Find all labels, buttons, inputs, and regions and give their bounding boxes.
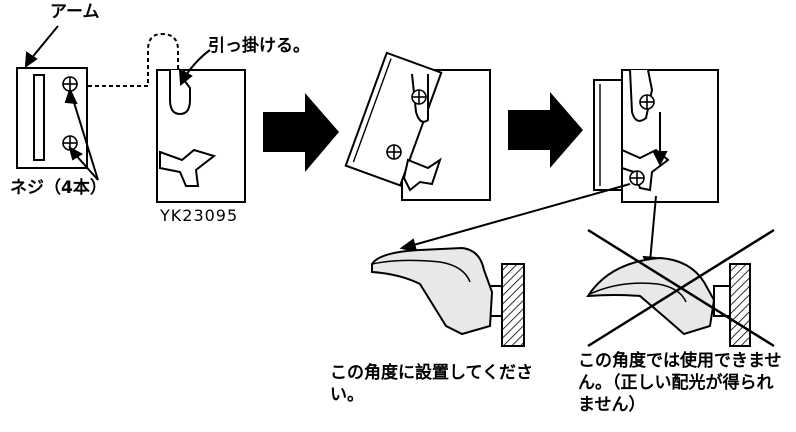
- arm-leader: [24, 25, 59, 69]
- step2-assembly: [344, 51, 491, 201]
- hook-label: 引っ掛ける。: [208, 36, 310, 56]
- down-arrow: [652, 112, 668, 167]
- correct-fixture: [371, 246, 525, 347]
- bracket-plate: [156, 69, 246, 203]
- screw-icon: [629, 170, 645, 186]
- cross-mark-icon: [587, 228, 775, 348]
- leader-to-correct: [399, 183, 631, 253]
- incorrect-fixture: [586, 256, 751, 347]
- screws-leader: [64, 87, 99, 181]
- screws-label: ネジ（4本）: [10, 178, 107, 198]
- screw-icon: [639, 94, 655, 110]
- screw-icon: [411, 89, 427, 105]
- big-arrow-icon: [508, 92, 583, 168]
- incorrect-caption: この角度では使用できません。（正しい配光が得られません）: [578, 351, 782, 415]
- hook-path: [88, 32, 179, 87]
- arm-label: アーム: [50, 2, 100, 22]
- big-arrow-icon: [263, 93, 339, 172]
- model-number: YK23095: [160, 206, 239, 225]
- step3-assembly: [593, 69, 719, 203]
- correct-caption: この角度に設置してください。: [330, 363, 533, 405]
- screw-icon: [386, 144, 402, 160]
- hook-leader: [178, 49, 211, 86]
